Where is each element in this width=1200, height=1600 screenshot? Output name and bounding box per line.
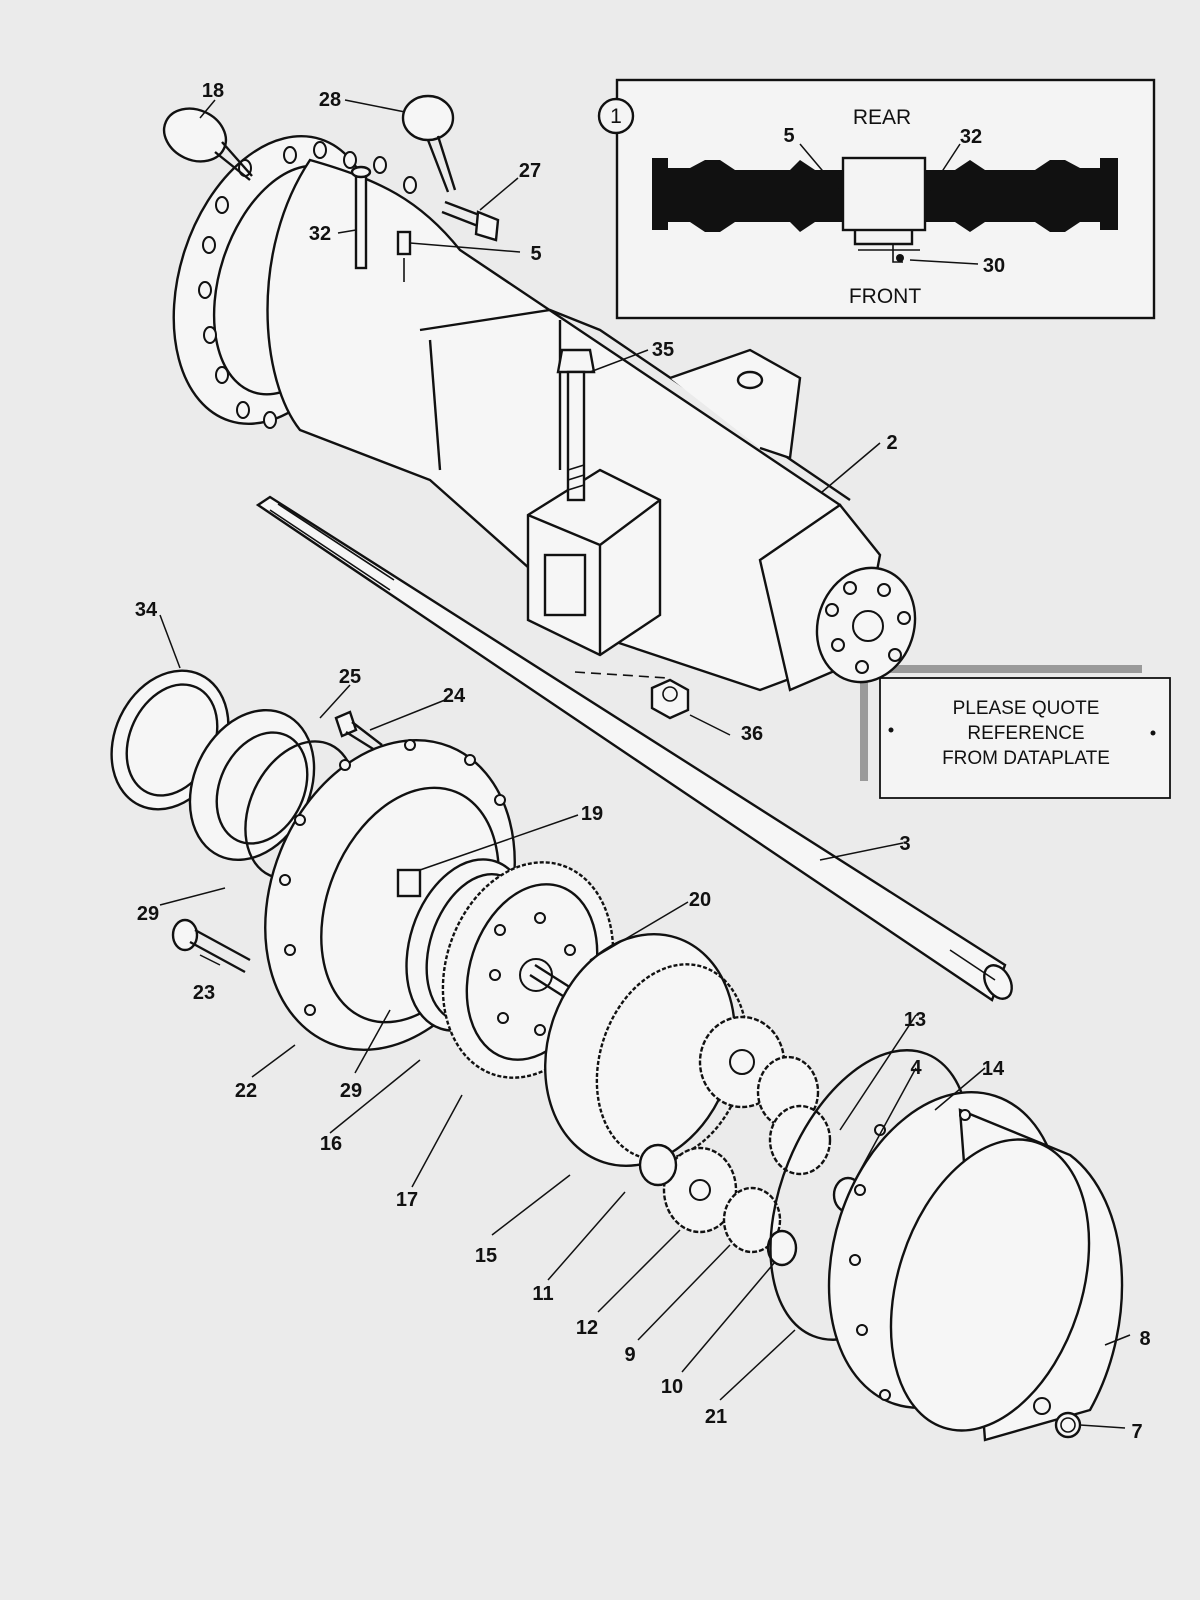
callout-23: 23 — [193, 982, 215, 1004]
bolt-23 — [171, 918, 251, 974]
callout-19: 19 — [581, 803, 603, 825]
callout-29-bottom: 29 — [340, 1080, 362, 1102]
breather-18 — [162, 107, 253, 181]
callout-22: 22 — [235, 1080, 257, 1102]
callout-11: 11 — [532, 1283, 553, 1305]
callout-14: 14 — [982, 1058, 1005, 1080]
callout-7: 7 — [1131, 1421, 1142, 1443]
callout-24: 24 — [443, 685, 466, 707]
callout-4: 4 — [910, 1057, 922, 1079]
dataplate-notice: PLEASE QUOTE REFERENCE FROM DATAPLATE — [860, 665, 1171, 799]
callout-10: 10 — [661, 1376, 683, 1398]
callout-36: 36 — [741, 723, 763, 745]
inset-callout-32: 32 — [960, 126, 982, 148]
inset-axle-silhouette — [652, 158, 843, 232]
breather-28 — [401, 94, 457, 193]
callout-29-left: 29 — [137, 903, 159, 925]
inset-front-label: FRONT — [849, 285, 921, 308]
callout-21: 21 — [705, 1406, 727, 1428]
callout-13: 13 — [904, 1009, 926, 1031]
washer-10 — [766, 1229, 798, 1267]
callout-28: 28 — [319, 89, 341, 111]
callout-20: 20 — [689, 889, 711, 911]
callout-32: 32 — [309, 223, 331, 245]
inset-rear-front-view: 1 REAR FRONT 5 32 30 — [597, 78, 1156, 320]
inset-callout-5: 5 — [783, 125, 794, 147]
callout-2: 2 — [886, 432, 897, 454]
drive-shaft — [255, 495, 1013, 1002]
plug-7 — [1054, 1411, 1082, 1439]
nut-36 — [574, 671, 690, 720]
callout-25: 25 — [339, 666, 361, 688]
callout-27: 27 — [519, 160, 541, 182]
callout-5: 5 — [530, 243, 541, 265]
dataplate-line-1: PLEASE QUOTE — [953, 698, 1100, 719]
inset-number: 1 — [610, 105, 622, 128]
callout-18: 18 — [202, 80, 224, 102]
callout-17: 17 — [396, 1189, 418, 1211]
callout-35: 35 — [652, 339, 674, 361]
bolt-24 — [334, 710, 383, 754]
inset-center-housing — [841, 156, 927, 232]
callout-16: 16 — [320, 1133, 342, 1155]
dataplate-line-2: REFERENCE — [967, 723, 1084, 744]
callout-12: 12 — [576, 1317, 598, 1339]
hub-cap-8 — [827, 1091, 1124, 1442]
callout-34: 34 — [135, 599, 158, 621]
inset-rear-label: REAR — [853, 106, 911, 129]
callout-15: 15 — [475, 1245, 497, 1267]
leader-lines — [159, 99, 1131, 1429]
callout-3: 3 — [899, 833, 910, 855]
callout-numbers: 18 28 27 32 5 35 2 34 25 24 36 19 3 29 2… — [135, 80, 1151, 1443]
inset-axle-silhouette-right — [925, 158, 1118, 232]
dataplate-line-3: FROM DATAPLATE — [942, 748, 1110, 769]
inset-callout-30: 30 — [983, 255, 1005, 277]
planet-gears — [638, 1015, 832, 1254]
bolt-35 — [556, 348, 596, 502]
callout-9: 9 — [624, 1344, 635, 1366]
dowel-32 — [350, 165, 372, 270]
callout-8: 8 — [1139, 1328, 1150, 1350]
axle-housing — [172, 135, 917, 692]
bolt-27 — [441, 200, 500, 242]
